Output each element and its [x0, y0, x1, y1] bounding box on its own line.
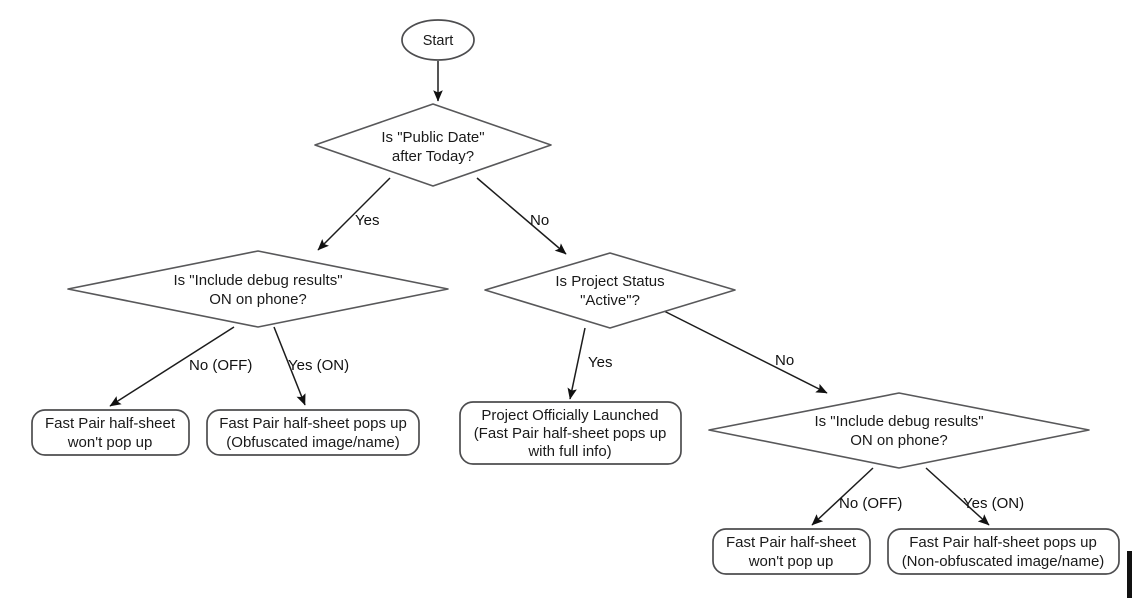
edge-public-date-no: No: [476, 177, 567, 255]
edge-debug-left-yes: Yes (ON): [273, 326, 349, 406]
left-yes-result-box: [206, 409, 420, 456]
node-launched-result-line2: (Fast Pair half-sheet pops up: [474, 425, 667, 442]
launched-result-box: [459, 401, 682, 465]
node-debug-left-decision[interactable]: Is "Include debug results" ON on phone?: [67, 250, 449, 328]
edge-public-date-yes: Yes: [317, 177, 391, 251]
node-right-yes-result-line1: Fast Pair half-sheet pops up: [909, 534, 1097, 551]
node-public-date-line2: after Today?: [392, 148, 474, 165]
edge-debug-left-no: No (OFF): [109, 326, 252, 407]
node-public-date-line1: Is "Public Date": [381, 129, 484, 146]
edge-label-debug-right-no: No (OFF): [839, 495, 902, 512]
debug-right-diamond: [708, 392, 1090, 469]
node-left-no-result[interactable]: Fast Pair half-sheet won't pop up: [31, 409, 190, 456]
node-launched-result-line3: with full info): [527, 443, 611, 460]
node-debug-left-line2: ON on phone?: [209, 291, 307, 308]
page-edge-artifact: [1127, 551, 1132, 598]
node-left-yes-result-line2: (Obfuscated image/name): [226, 434, 399, 451]
edge-project-status-no: No: [663, 310, 828, 394]
debug-left-diamond: [67, 250, 449, 328]
node-left-yes-result-line1: Fast Pair half-sheet pops up: [219, 415, 407, 432]
edge-project-status-yes: Yes: [567, 327, 612, 400]
node-right-no-result-line2: won't pop up: [748, 553, 834, 570]
right-no-result-box: [712, 528, 871, 575]
node-start-label: Start: [423, 33, 454, 49]
node-left-no-result-line1: Fast Pair half-sheet: [45, 415, 176, 432]
edge-debug-right-no: No (OFF): [811, 467, 902, 526]
node-right-yes-result[interactable]: Fast Pair half-sheet pops up (Non-obfusc…: [887, 528, 1120, 575]
node-start[interactable]: Start: [401, 19, 475, 61]
node-launched-result-line1: Project Officially Launched: [481, 407, 658, 424]
node-debug-right-line1: Is "Include debug results": [814, 413, 983, 430]
edge-label-debug-left-yes: Yes (ON): [288, 357, 349, 374]
edge-label-project-status-no: No: [775, 352, 794, 369]
node-launched-result[interactable]: Project Officially Launched (Fast Pair h…: [459, 401, 682, 465]
node-debug-right-line2: ON on phone?: [850, 432, 948, 449]
node-project-status-line1: Is Project Status: [555, 273, 664, 290]
edge-label-debug-left-no: No (OFF): [189, 357, 252, 374]
edge-label-debug-right-yes: Yes (ON): [963, 495, 1024, 512]
node-right-yes-result-line2: (Non-obfuscated image/name): [902, 553, 1105, 570]
node-debug-right-decision[interactable]: Is "Include debug results" ON on phone?: [708, 392, 1090, 469]
edge-label-public-date-yes: Yes: [355, 212, 379, 229]
node-public-date-decision[interactable]: Is "Public Date" after Today?: [314, 103, 552, 187]
node-right-no-result[interactable]: Fast Pair half-sheet won't pop up: [712, 528, 871, 575]
node-right-no-result-line1: Fast Pair half-sheet: [726, 534, 857, 551]
node-left-no-result-line2: won't pop up: [67, 434, 153, 451]
edge-label-public-date-no: No: [530, 212, 549, 229]
public-date-diamond: [314, 103, 552, 187]
node-left-yes-result[interactable]: Fast Pair half-sheet pops up (Obfuscated…: [206, 409, 420, 456]
node-project-status-line2: "Active"?: [580, 292, 640, 309]
project-status-diamond: [484, 252, 736, 329]
edge-label-project-status-yes: Yes: [588, 354, 612, 371]
start-ellipse: [401, 19, 475, 61]
node-project-status-decision[interactable]: Is Project Status "Active"?: [484, 252, 736, 329]
edge-debug-right-yes: Yes (ON): [925, 467, 1024, 526]
left-no-result-box: [31, 409, 190, 456]
node-debug-left-line1: Is "Include debug results": [173, 272, 342, 289]
right-yes-result-box: [887, 528, 1120, 575]
